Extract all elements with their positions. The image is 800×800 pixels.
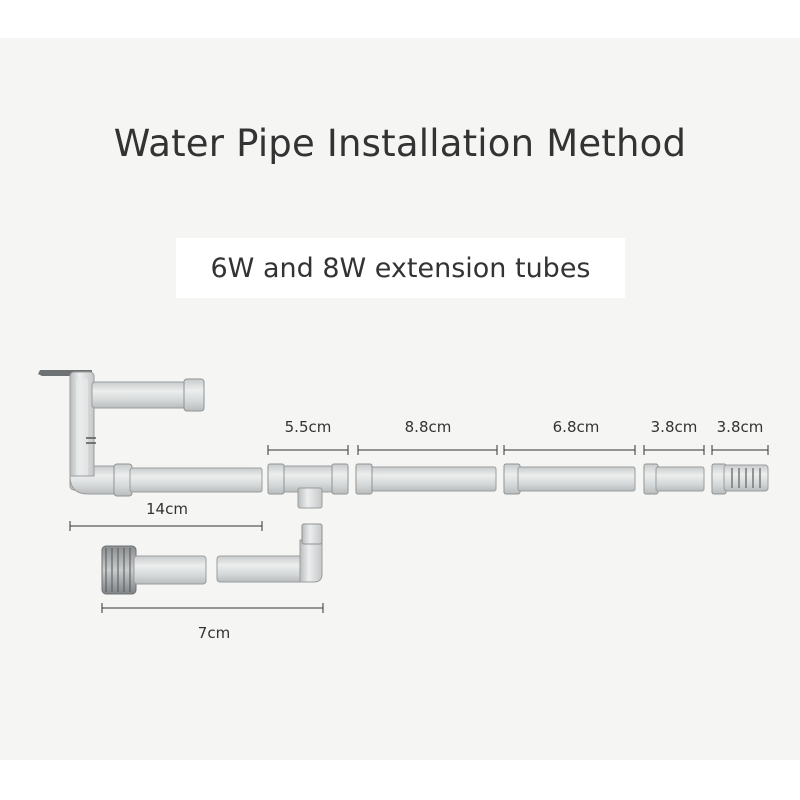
inlet-pipe-assembly: [101, 523, 323, 595]
strainer-end-piece: [711, 463, 769, 495]
label-mid-tube-length: 6.8cm: [552, 418, 600, 436]
extension-tube-short: [643, 463, 705, 495]
dimension-line-8-8cm: [357, 445, 498, 455]
outlet-pipe-assembly: [38, 370, 263, 497]
outlet-horizontal-tube: [129, 467, 263, 493]
extension-tube-mid: [503, 463, 636, 495]
subtitle-box: 6W and 8W extension tubes: [176, 238, 625, 298]
dimension-line-3-8cm-a: [643, 445, 705, 455]
inlet-strainer: [101, 545, 137, 595]
label-inlet-length: 7cm: [197, 624, 231, 642]
label-long-tube-length: 8.8cm: [404, 418, 452, 436]
outlet-spout: [91, 381, 189, 409]
label-tee-length: 5.5cm: [284, 418, 332, 436]
subtitle: 6W and 8W extension tubes: [210, 253, 591, 284]
dimension-line-3-8cm-b: [711, 445, 769, 455]
tee-connector: [267, 463, 349, 509]
label-outlet-length: 14cm: [146, 500, 188, 518]
extension-tube-long: [355, 463, 497, 495]
label-short-tube-length: 3.8cm: [650, 418, 698, 436]
dimension-line-5-5cm: [267, 445, 349, 455]
outlet-spout-cap: [183, 378, 205, 412]
label-strainer-length: 3.8cm: [716, 418, 764, 436]
outlet-joint: [113, 463, 133, 497]
dimension-line-6-8cm: [503, 445, 636, 455]
inlet-l-tube: [216, 555, 310, 583]
page-title: Water Pipe Installation Method: [113, 122, 687, 165]
dimension-line-14cm: [69, 521, 263, 531]
dimension-line-7cm: [101, 603, 324, 613]
